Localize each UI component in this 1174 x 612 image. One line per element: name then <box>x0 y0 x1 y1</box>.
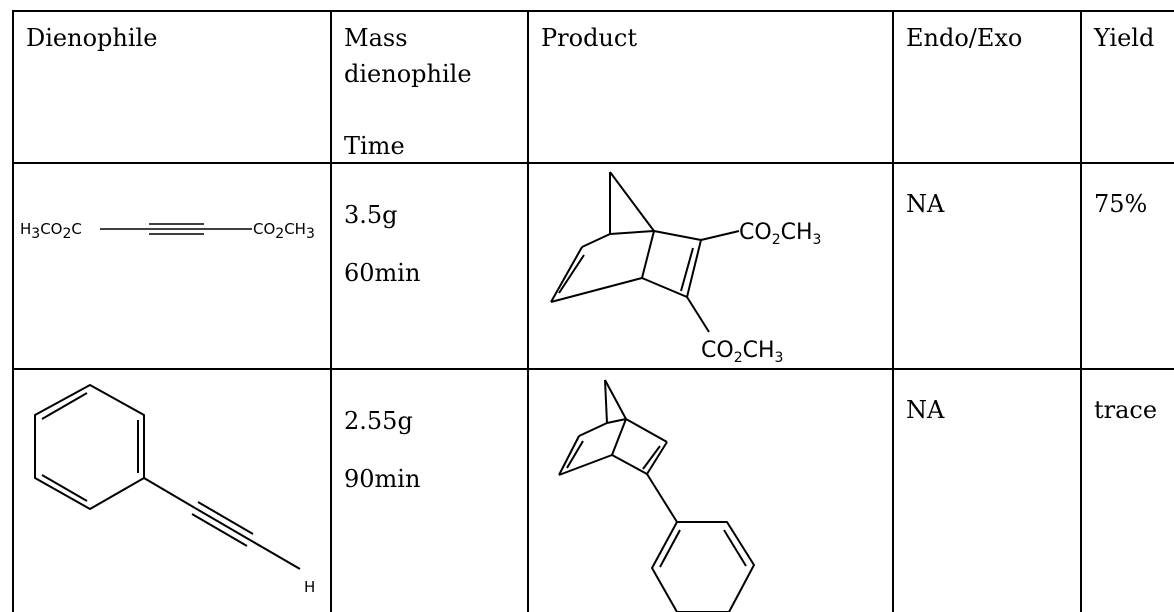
row1-mass-time: 3.5g 60min <box>332 164 527 368</box>
row1-mass: 3.5g <box>344 201 398 229</box>
product-structure-phenylnorbornadiene <box>558 379 755 612</box>
row2-endo-exo-text: NA <box>906 396 945 424</box>
header-product: Product <box>529 12 892 162</box>
table-border-top <box>12 10 1174 12</box>
row1-time: 60min <box>344 259 421 287</box>
product-substituent-top: CO2CH3 <box>739 220 821 248</box>
row1-yield: 75% <box>1082 164 1174 368</box>
row2-time: 90min <box>344 465 421 493</box>
row1-yield-text: 75% <box>1094 190 1148 218</box>
row-divider-1 <box>12 162 1174 164</box>
row2-yield-text: trace <box>1094 396 1158 424</box>
dienophile-hydrogen-label: H <box>304 578 315 596</box>
dienophile-left-group: H3CO2C <box>20 220 82 242</box>
header-mass-line2: dienophile <box>344 60 472 88</box>
header-endo-exo-text: Endo/Exo <box>906 24 1023 52</box>
row-divider-2 <box>12 368 1174 370</box>
product-structure-norbornadiene-diester: CO2CH3 CO2CH3 <box>550 171 821 366</box>
col-line-4 <box>1080 10 1082 612</box>
header-yield: Yield <box>1082 12 1174 162</box>
header-endo-exo: Endo/Exo <box>894 12 1080 162</box>
header-mass-line1: Mass <box>344 24 408 52</box>
dienophile-structure-alkyne-diester: H3CO2C CO2CH3 <box>20 220 315 242</box>
header-product-text: Product <box>541 24 637 52</box>
header-yield-text: Yield <box>1094 24 1155 52</box>
row2-yield: trace <box>1082 370 1174 612</box>
dienophile-structure-phenylacetylene: H <box>34 384 315 596</box>
row2-endo-exo: NA <box>894 370 1080 612</box>
header-time: Time <box>344 132 405 160</box>
dienophile-right-group: CO2CH3 <box>253 220 315 242</box>
col-line-1 <box>330 10 332 612</box>
row2-mass: 2.55g <box>344 407 413 435</box>
reaction-table: Dienophile Mass dienophile Time Product … <box>12 10 1174 612</box>
row2-mass-time: 2.55g 90min <box>332 370 527 612</box>
col-line-0 <box>12 10 14 612</box>
row1-endo-exo: NA <box>894 164 1080 368</box>
header-dienophile: Dienophile <box>14 12 330 162</box>
col-line-2 <box>527 10 529 612</box>
header-mass-time: Mass dienophile Time <box>332 12 527 162</box>
header-dienophile-text: Dienophile <box>26 24 158 52</box>
col-line-3 <box>892 10 894 612</box>
product-substituent-bottom: CO2CH3 <box>701 338 783 366</box>
row1-endo-exo-text: NA <box>906 190 945 218</box>
